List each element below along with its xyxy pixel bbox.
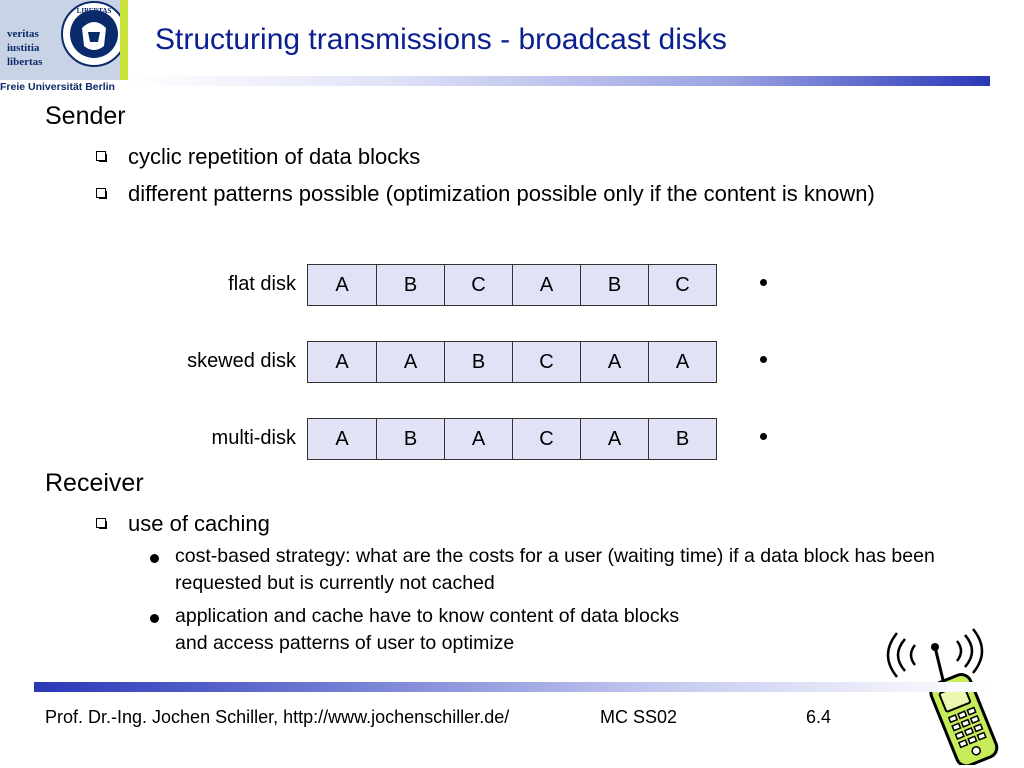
disk-row-flat: flat disk A B C A B C — [0, 264, 1024, 306]
block-sequence: A A B C A A — [307, 341, 717, 383]
title-divider — [130, 76, 990, 86]
data-block: A — [580, 342, 648, 382]
bullet-text: application and cache have to know conte… — [175, 605, 680, 654]
disk-row-multi: multi-disk A B A C A B — [0, 418, 1024, 460]
round-bullet-icon — [150, 614, 159, 623]
slide-title: Structuring transmissions - broadcast di… — [155, 23, 727, 56]
seal-text: LIBERTAS — [77, 7, 112, 15]
block-sequence: A B C A B C — [307, 264, 717, 306]
receiver-heading: Receiver — [45, 469, 144, 497]
disk-label: multi-disk — [211, 427, 296, 449]
bullet-text: cost-based strategy: what are the costs … — [175, 545, 935, 594]
data-block: A — [444, 419, 512, 459]
university-logo: veritas iustitia libertas LIBERTAS Freie… — [0, 0, 128, 94]
logo-green-bar — [120, 0, 128, 80]
block-sequence: A B A C A B — [307, 418, 717, 460]
square-bullet-icon — [96, 188, 107, 199]
data-block: A — [648, 342, 716, 382]
data-block: A — [580, 419, 648, 459]
disk-row-skewed: skewed disk A A B C A A — [0, 341, 1024, 383]
logo-motto-panel: veritas iustitia libertas — [0, 0, 58, 80]
data-block: A — [308, 342, 376, 382]
sender-heading: Sender — [45, 102, 126, 130]
data-block: B — [376, 419, 444, 459]
square-bullet-icon — [96, 151, 107, 162]
data-block: B — [580, 265, 648, 305]
square-bullet-icon — [96, 518, 107, 529]
data-block: C — [648, 265, 716, 305]
university-name: Freie Universität Berlin — [0, 81, 115, 93]
data-block: A — [308, 265, 376, 305]
ellipsis-dot-icon — [760, 279, 767, 286]
logo-motto-line: iustitia — [7, 42, 40, 54]
round-bullet-icon — [150, 554, 159, 563]
data-block: A — [308, 419, 376, 459]
data-block: C — [444, 265, 512, 305]
bullet-text: cyclic repetition of data blocks — [128, 144, 421, 169]
data-block: B — [444, 342, 512, 382]
footer-page-number: 6.4 — [806, 707, 832, 727]
data-block: A — [512, 265, 580, 305]
ellipsis-dot-icon — [760, 356, 767, 363]
bullet-text: use of caching — [128, 511, 270, 536]
logo-motto-line: libertas — [7, 56, 43, 68]
disk-label: flat disk — [228, 273, 296, 295]
footer-course: MC SS02 — [600, 707, 678, 727]
disk-label: skewed disk — [187, 350, 296, 372]
data-block: A — [376, 342, 444, 382]
logo-motto-line: veritas — [7, 28, 39, 40]
ellipsis-dot-icon — [760, 433, 767, 440]
data-block: B — [376, 265, 444, 305]
data-block: C — [512, 342, 580, 382]
cell-phone-icon — [886, 628, 999, 765]
data-block: B — [648, 419, 716, 459]
data-block: C — [512, 419, 580, 459]
footer-divider — [34, 682, 989, 692]
footer-author: Prof. Dr.-Ing. Jochen Schiller, http://w… — [45, 707, 510, 727]
bullet-text: different patterns possible (optimizatio… — [128, 181, 875, 206]
seal-icon: LIBERTAS — [58, 0, 120, 80]
